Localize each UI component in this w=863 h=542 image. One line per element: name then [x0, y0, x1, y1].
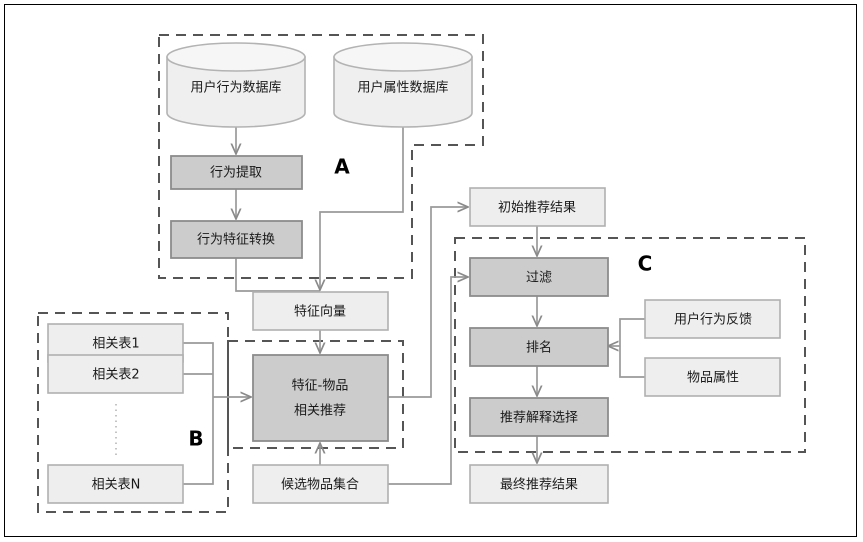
node-label-feature-item-recommend-line2: 相关推荐 [294, 404, 346, 419]
node-label-feature-vector: 特征向量 [294, 304, 346, 320]
connector-itemattr-to-bus [619, 346, 645, 378]
connector-table1-to-bus [183, 342, 214, 397]
node-label-behavior-extract: 行为提取 [210, 165, 262, 181]
connector-recommend-to-initialresult [388, 207, 468, 398]
connector-candidate-to-filter [388, 277, 468, 485]
node-label-relation-table-n: 相关表N [92, 478, 141, 493]
group-b-region [37, 312, 229, 513]
connector-attributedb-to-featurevector [320, 126, 404, 290]
node-ranking[interactable]: 排名 [469, 327, 609, 367]
node-initial-recommend-result[interactable]: 初始推荐结果 [469, 187, 606, 227]
node-label-behavior-feature-transform: 行为特征转换 [197, 233, 275, 248]
node-label-relation-table-1: 相关表1 [92, 337, 139, 352]
node-user-behavior-db[interactable]: 用户行为数据库 [166, 42, 306, 128]
node-label-final-recommend-result: 最终推荐结果 [500, 477, 578, 493]
group-recommend-region [227, 340, 404, 449]
node-item-attribute[interactable]: 物品属性 [644, 357, 781, 397]
node-recommend-explain-select[interactable]: 推荐解释选择 [469, 397, 609, 437]
node-label-ranking: 排名 [526, 340, 552, 356]
node-label-recommend-explain-select: 推荐解释选择 [500, 411, 578, 426]
node-relation-table-2[interactable]: 相关表2 [47, 354, 184, 394]
node-label-user-behavior-db: 用户行为数据库 [190, 80, 281, 96]
node-final-recommend-result[interactable]: 最终推荐结果 [469, 464, 609, 504]
group-b-letter: B [188, 427, 203, 451]
connector-tablen-to-bus [183, 397, 214, 485]
node-label-item-attribute: 物品属性 [687, 371, 739, 386]
node-candidate-item-set[interactable]: 候选物品集合 [252, 464, 389, 504]
node-filter[interactable]: 过滤 [469, 257, 609, 297]
node-label-filter: 过滤 [526, 271, 552, 286]
node-label-feature-item-recommend-line1: 特征-物品 [292, 379, 349, 394]
connector-transform-to-featurevector [235, 258, 320, 292]
group-c-region [454, 237, 806, 453]
connector-feedback-to-bus [619, 318, 645, 346]
node-label-user-attribute-db: 用户属性数据库 [357, 80, 448, 96]
group-a-region [158, 34, 484, 279]
node-label-candidate-item-set: 候选物品集合 [281, 477, 359, 493]
node-behavior-feature-transform[interactable]: 行为特征转换 [170, 220, 303, 259]
node-behavior-extract[interactable]: 行为提取 [170, 155, 303, 190]
node-user-attribute-db[interactable]: 用户属性数据库 [333, 42, 473, 128]
node-user-behavior-feedback[interactable]: 用户行为反馈 [644, 299, 781, 339]
node-label-relation-table-2: 相关表2 [92, 368, 139, 383]
node-feature-item-recommend[interactable]: 特征-物品 相关推荐 [252, 354, 389, 442]
group-a-letter: A [334, 155, 350, 179]
node-label-initial-recommend-result: 初始推荐结果 [498, 201, 576, 216]
node-relation-table-n[interactable]: 相关表N [47, 464, 184, 504]
node-label-user-behavior-feedback: 用户行为反馈 [674, 312, 752, 328]
group-c-letter: C [638, 252, 653, 276]
node-feature-vector[interactable]: 特征向量 [252, 291, 389, 331]
